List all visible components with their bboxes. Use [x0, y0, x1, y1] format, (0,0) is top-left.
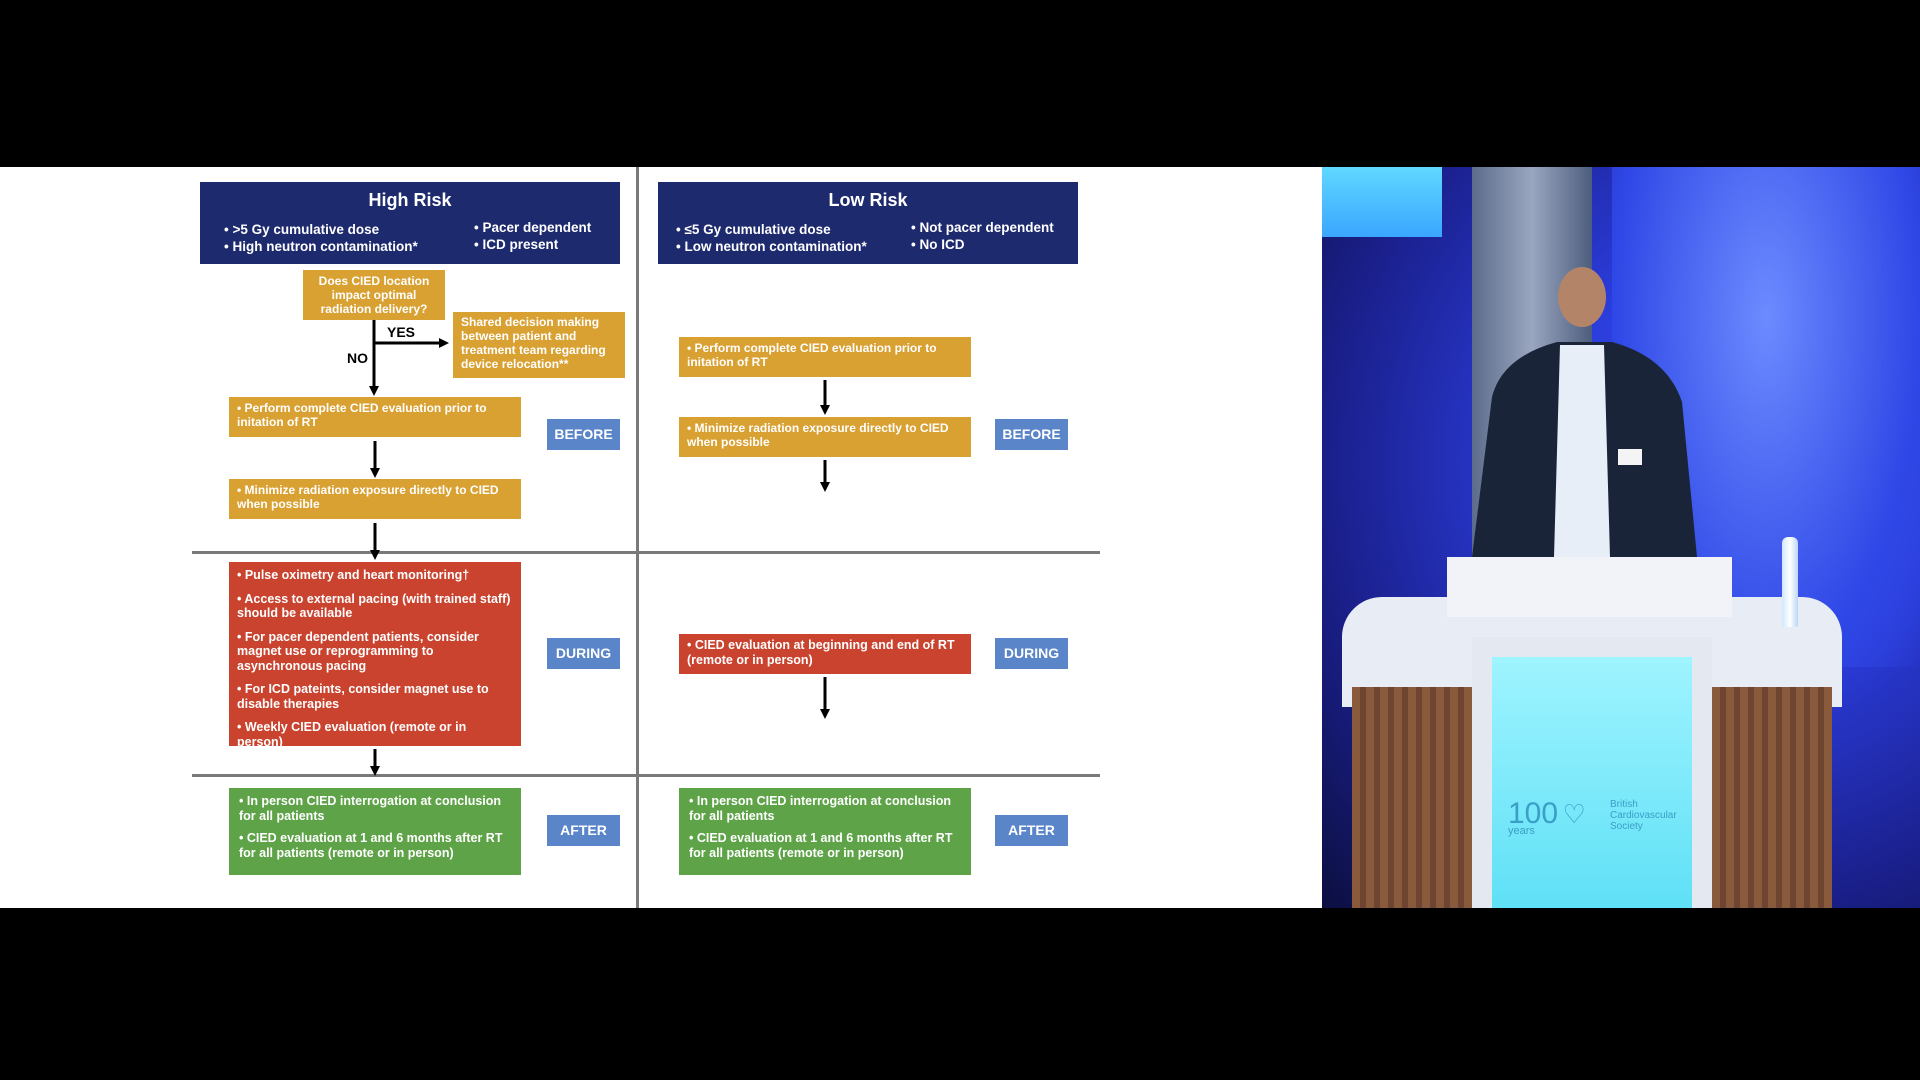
speaker-badge [1618, 449, 1642, 465]
no-label: NO [347, 350, 368, 366]
high-during-box: • Pulse oximetry and heart monitoring† •… [229, 562, 521, 749]
high-criteria-3: • Pacer dependent [474, 220, 592, 235]
water-bottle [1782, 537, 1798, 627]
podium-logo: 100 ♡ years British Cardiovascular Socie… [1508, 797, 1677, 837]
low-risk-title: Low Risk [828, 190, 908, 210]
high-before-eval-box: • Perform complete CIED evaluation prior… [229, 397, 521, 437]
logo-number: 100 [1508, 797, 1559, 830]
podium-wood-left [1352, 687, 1472, 908]
low-after-item-1: • In person CIED interrogation at conclu… [689, 794, 952, 823]
low-criteria-4: • No ICD [911, 237, 965, 252]
high-during-item-3: • For pacer dependent patients, consider… [237, 629, 479, 673]
yes-label: YES [387, 324, 416, 340]
high-after-item-2: • CIED evaluation at 1 and 6 months afte… [239, 831, 503, 860]
high-criteria-2: • High neutron contamination* [224, 239, 418, 254]
high-after-item-1: • In person CIED interrogation at conclu… [239, 794, 502, 823]
high-criteria-1: • >5 Gy cumulative dose [224, 222, 380, 237]
column-divider [636, 167, 639, 908]
low-before-minimize-box: • Minimize radiation exposure directly t… [679, 417, 971, 457]
high-during-item-4: • For ICD pateints, consider magnet use … [237, 682, 489, 711]
high-before-tag: BEFORE [547, 419, 620, 450]
high-risk-title: High Risk [368, 190, 452, 210]
high-during-item-5: • Weekly CIED evaluation (remote or in p… [237, 720, 467, 749]
low-during-tag: DURING [995, 638, 1068, 669]
low-after-box: • In person CIED interrogation at conclu… [679, 788, 971, 875]
speaker-video-feed: 100 ♡ years British Cardiovascular Socie… [1322, 167, 1920, 908]
high-during-item-2: • Access to external pacing (with traine… [237, 591, 511, 621]
before-during-divider [192, 551, 1100, 554]
logo-org: British Cardiovascular Society [1610, 799, 1677, 832]
high-before-minimize-box: • Minimize radiation exposure directly t… [229, 479, 521, 519]
low-before-tag: BEFORE [995, 419, 1068, 450]
low-during-box: • CIED evaluation at beginning and end o… [679, 634, 971, 674]
low-criteria-2: • Low neutron contamination* [676, 239, 867, 254]
logo-years: years [1508, 825, 1535, 837]
high-criteria-4: • ICD present [474, 237, 559, 252]
low-criteria-1: • ≤5 Gy cumulative dose [676, 222, 831, 237]
low-after-item-2: • CIED evaluation at 1 and 6 months afte… [689, 831, 953, 860]
podium-screen: 100 ♡ years British Cardiovascular Socie… [1492, 657, 1692, 908]
high-during-item-1: • Pulse oximetry and heart monitoring† [237, 568, 470, 582]
podium-desk [1447, 557, 1732, 617]
during-after-divider [192, 774, 1100, 777]
high-after-box: • In person CIED interrogation at conclu… [229, 788, 521, 875]
presentation-slide: High Risk • >5 Gy cumulative dose • High… [0, 167, 1322, 908]
speaker-head [1558, 267, 1606, 327]
podium: 100 ♡ years British Cardiovascular Socie… [1342, 537, 1842, 908]
cied-location-question: Does CIED location impact optimal radiat… [303, 270, 445, 320]
high-risk-header: High Risk • >5 Gy cumulative dose • High… [200, 182, 620, 264]
ceiling-light [1322, 167, 1442, 237]
low-after-tag: AFTER [995, 815, 1068, 846]
logo-heart-icon: ♡ [1562, 799, 1586, 829]
low-risk-header: Low Risk • ≤5 Gy cumulative dose • Low n… [658, 182, 1078, 264]
low-criteria-3: • Not pacer dependent [911, 220, 1054, 235]
shared-decision-box: Shared decision making between patient a… [453, 312, 625, 378]
speaker-shirt [1554, 345, 1610, 557]
high-after-tag: AFTER [547, 815, 620, 846]
speaker-figure [1472, 267, 1697, 557]
flow-arrows [369, 320, 830, 776]
podium-wood-right [1712, 687, 1832, 908]
low-before-eval-box: • Perform complete CIED evaluation prior… [679, 337, 971, 377]
high-during-tag: DURING [547, 638, 620, 669]
